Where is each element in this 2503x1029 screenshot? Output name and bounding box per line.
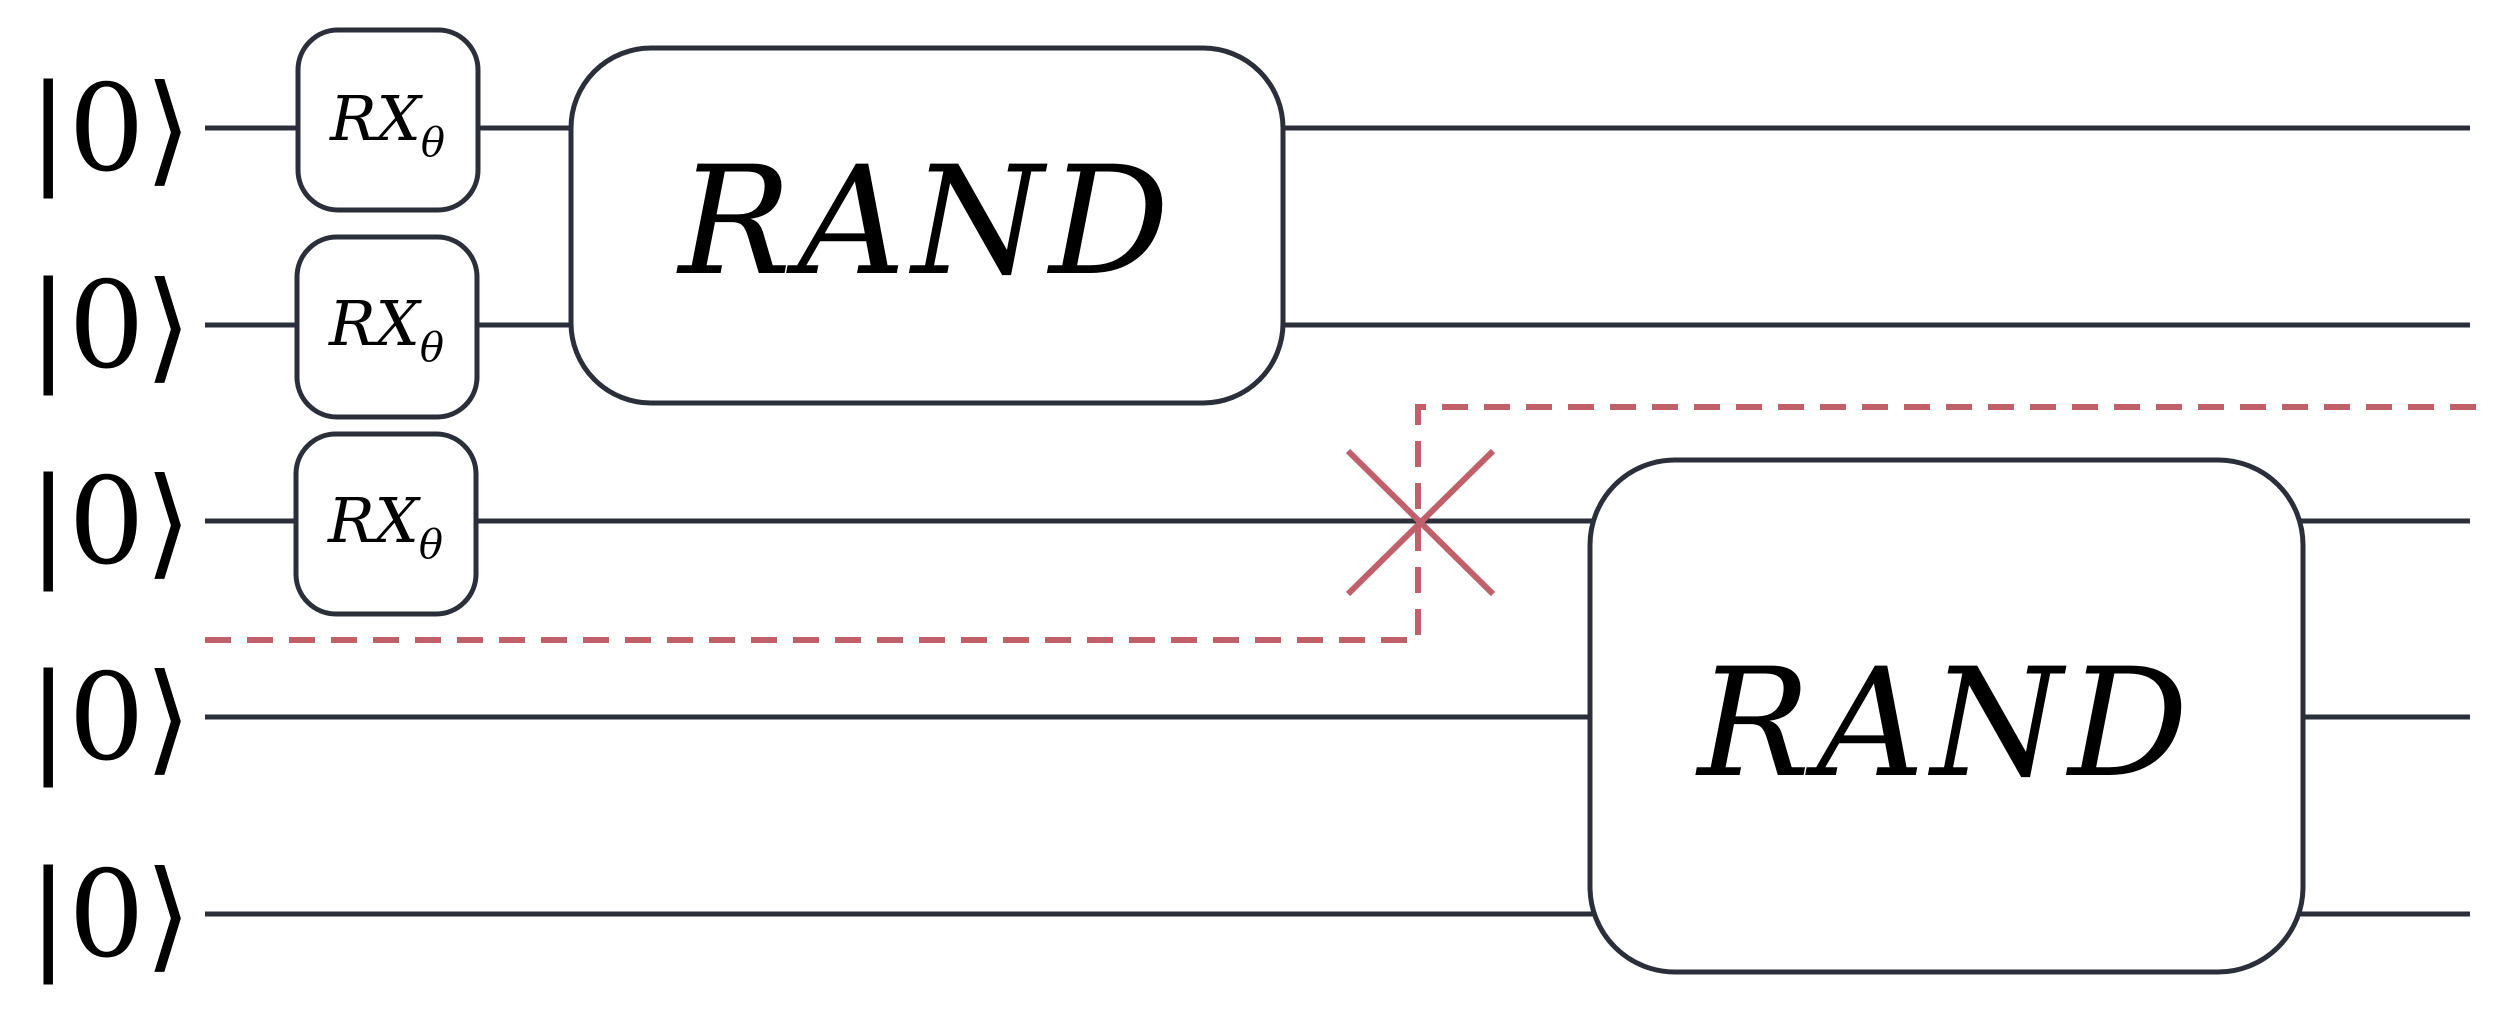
- rand-gate-top: RAND: [568, 45, 1286, 406]
- rand-gate-box: [1587, 457, 2306, 975]
- ket-label-q3: |0⟩: [28, 649, 192, 788]
- rx-gate-label: RXθ: [329, 82, 445, 166]
- rx-gate-q0: RXθ: [295, 27, 481, 213]
- rx-gate-subscript: θ: [421, 120, 445, 166]
- wire-cut-marker: [1345, 448, 1496, 597]
- rx-gate-q1: RXθ: [294, 234, 480, 420]
- rx-gate-base: RX: [327, 484, 422, 557]
- rx-gate-base: RX: [329, 82, 424, 155]
- rx-gate-box: [293, 431, 479, 617]
- initial-states: |0⟩ |0⟩ |0⟩ |0⟩ |0⟩: [28, 60, 192, 985]
- rand-gate-label: RAND: [676, 135, 1176, 309]
- ket-label-q2: |0⟩: [28, 453, 192, 592]
- ket-label-q1: |0⟩: [28, 257, 192, 396]
- rx-gate-subscript: θ: [420, 325, 444, 371]
- rx-gate-box: [295, 27, 481, 213]
- rx-gate-q2: RXθ: [293, 431, 479, 617]
- rx-gate-label: RXθ: [328, 287, 444, 371]
- rx-gate-base: RX: [328, 287, 423, 360]
- cut-partition-line: [205, 404, 2480, 643]
- circuit-cut: [205, 404, 2480, 643]
- rx-gate-box: [294, 234, 480, 420]
- rand-gate-bottom: RAND: [1587, 457, 2306, 975]
- rand-gate-box: [568, 45, 1286, 406]
- ket-label-q0: |0⟩: [28, 60, 192, 199]
- rand-gate-label: RAND: [1695, 637, 2195, 811]
- ket-label-q4: |0⟩: [28, 846, 192, 985]
- rx-gate-subscript: θ: [419, 522, 443, 568]
- rx-gate-label: RXθ: [327, 484, 443, 568]
